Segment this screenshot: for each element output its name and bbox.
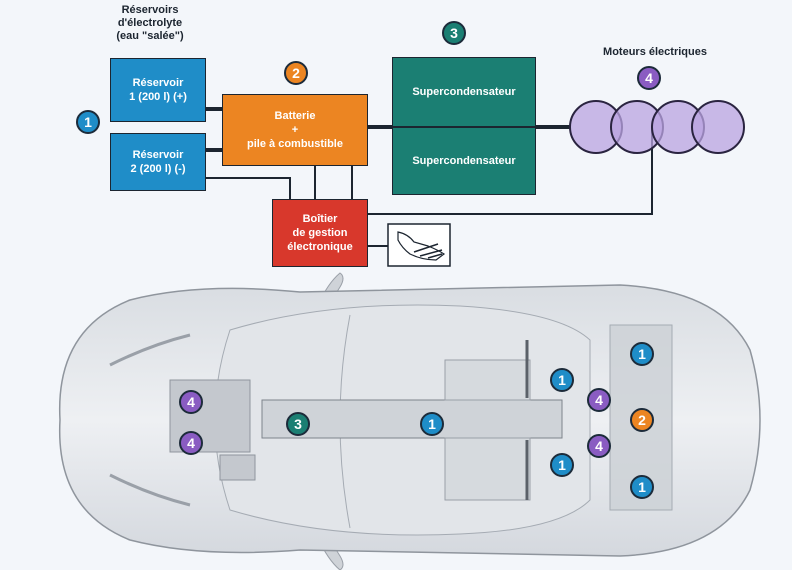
pedal-icon [387,223,451,267]
car-badge-rear-reservoir-top: 1 [630,342,654,366]
reservoirs-title: Réservoirs d'électrolyte (eau "salée") [116,4,184,42]
car-badge-front-motor-bottom: 4 [179,431,203,455]
reservoir-2-box: Réservoir 2 (200 l) (-) [110,133,206,191]
motors-title: Moteurs électriques [603,46,707,58]
car-badge-mid-reservoir-bottom: 1 [550,453,574,477]
badge-battery: 2 [284,61,308,85]
reservoir-1-box: Réservoir 1 (200 l) (+) [110,58,206,122]
battery-fuelcell-box: Batterie + pile à combustible [222,94,368,166]
car-badge-rear-battery: 2 [630,408,654,432]
car-badge-rear-motor-bottom: 4 [587,434,611,458]
side-pack-top [444,359,531,401]
car-badge-tunnel-reservoir: 1 [420,412,444,436]
car-badge-mid-reservoir-top: 1 [550,368,574,392]
car-badge-rear-motor-top: 4 [587,388,611,412]
hood-vent-left [109,333,191,367]
hood-vent-right [109,473,191,507]
badge-motors: 4 [637,66,661,90]
badge-reservoirs: 1 [76,110,100,134]
car-badge-tunnel-supercap: 3 [286,412,310,436]
car-badge-rear-reservoir-bottom: 1 [630,475,654,499]
control-unit-box: Boîtier de gestion électronique [272,199,368,267]
supercapacitor-box-1: Supercondensateur [392,57,536,127]
central-tunnel [261,399,563,439]
supercapacitor-box-2: Supercondensateur [392,127,536,195]
badge-supercaps: 3 [442,21,466,45]
motor-circle-4 [691,100,745,154]
side-pack-bottom [444,437,531,501]
car-badge-front-motor-top: 4 [179,390,203,414]
